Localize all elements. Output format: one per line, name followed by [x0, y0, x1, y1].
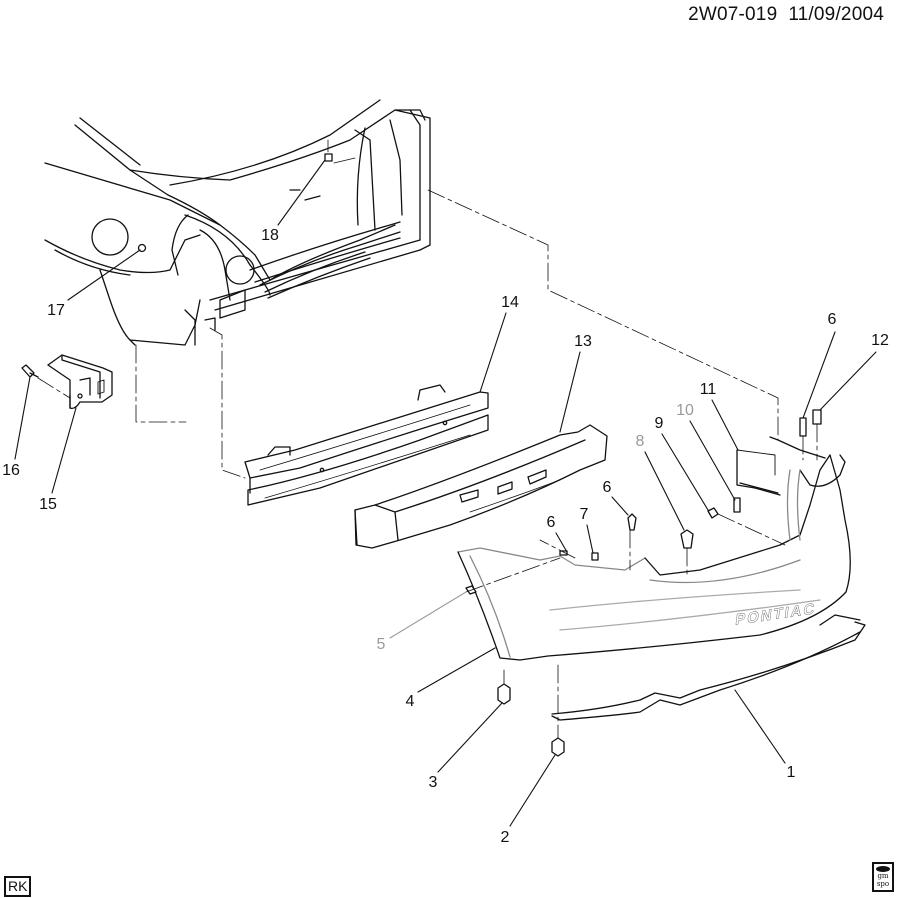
logo-text: gm spo: [876, 872, 890, 888]
callout-7: 7: [579, 506, 589, 523]
callout-3: 3: [428, 774, 438, 791]
bolt-16-illustration: [21, 364, 39, 378]
callout-11: 11: [699, 381, 717, 398]
callout-6-b: 6: [602, 479, 612, 496]
alignment-lines: [37, 189, 818, 739]
callout-12: 12: [871, 332, 889, 349]
document-id-header: 2W07-019 11/09/2004: [688, 4, 884, 26]
callout-1: 1: [786, 764, 796, 781]
document-date: 11/09/2004: [788, 4, 884, 25]
leader-lines: [14, 159, 877, 827]
logo-oval-icon: [876, 866, 890, 872]
callout-9: 9: [654, 415, 664, 432]
fastener-illustrations: [465, 409, 822, 757]
bumper-fascia-4-illustration: [457, 454, 851, 661]
energy-absorber-13-illustration: [354, 424, 608, 549]
callout-14: 14: [501, 294, 519, 311]
callout-16: 16: [2, 462, 20, 479]
callout-4: 4: [405, 693, 415, 710]
callout-15: 15: [39, 496, 57, 513]
callout-6-a: 6: [546, 514, 556, 531]
gm-spo-logo: gm spo: [872, 862, 894, 892]
rk-code-box: RK: [4, 876, 32, 897]
vehicle-body-illustration: [44, 99, 431, 346]
callout-17: 17: [47, 302, 65, 319]
bracket-11-illustration: [736, 436, 826, 496]
callout-2: 2: [500, 829, 510, 846]
callout-13: 13: [574, 333, 592, 350]
impact-bar-14-illustration: [244, 384, 489, 506]
callout-5: 5: [376, 636, 386, 653]
callout-18: 18: [261, 227, 279, 244]
bracket-15-illustration: [47, 354, 113, 410]
callout-6-c: 6: [827, 311, 837, 328]
callout-10: 10: [676, 402, 694, 419]
lower-valance-1-illustration: [551, 614, 866, 721]
callout-8: 8: [635, 433, 645, 450]
document-id: 2W07-019: [688, 4, 778, 25]
